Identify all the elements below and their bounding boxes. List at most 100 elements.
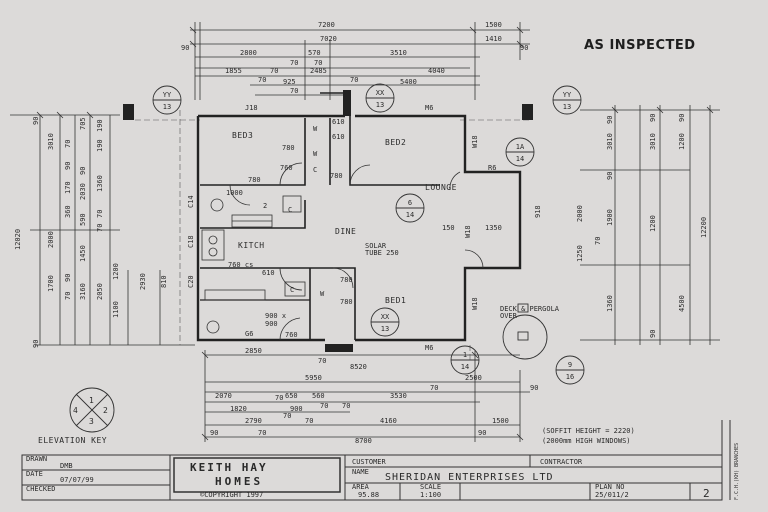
dim-right-6: 1900 (606, 209, 614, 226)
section-marker-circles (152, 83, 585, 385)
dim-left-18: 190 (96, 139, 104, 152)
dim-top-70b: 70 (314, 59, 322, 67)
dim-left-21: 70 (96, 224, 104, 232)
plan-annotations: J18 M6 W W W C C C 610 610 780 780 780 7… (187, 104, 560, 352)
dim-bot-5950: 5950 (305, 374, 322, 382)
dimension-lines (10, 22, 720, 442)
dim-right-9: 90 (649, 114, 657, 122)
left-dimension-labels: 90 3010 705 70 2000 90 1700 170 2030 90 … (14, 117, 168, 348)
dim-right-11: 4500 (678, 295, 686, 312)
dim-right-13: 12200 (700, 217, 708, 238)
flue-blocks (123, 90, 533, 352)
soffit-note: (SOFFIT HEIGHT = 2220) (2000mm HIGH WIND… (542, 427, 635, 445)
marker-9-top: 9 (568, 361, 572, 369)
tb-company-line1: KEITH HAY (190, 461, 268, 474)
dim-left-24: 1200 (112, 263, 120, 280)
tb-copyright: ©COPYRIGHT 1997 (200, 491, 263, 499)
marker-1a-top: 1A (516, 143, 525, 151)
label-760b: 760 (285, 331, 298, 339)
dim-bot-70a: 70 (318, 357, 326, 365)
dim-bot-1820: 1820 (230, 405, 247, 413)
dim-left-25: 2050 (96, 283, 104, 300)
grid-lines (135, 110, 530, 360)
marker-xx-top-bottom: 13 (376, 101, 384, 109)
dim-bot-8520: 8520 (350, 363, 367, 371)
label-c2: C (288, 206, 292, 214)
dim-left-19: 1360 (96, 175, 104, 192)
label-c20: C20 (187, 275, 195, 288)
tb-scale-label: SCALE (420, 483, 441, 491)
section-marker-labels: YY 13 XX 13 YY 13 1A 14 6 14 XX 13 1 14 … (163, 89, 574, 381)
dim-top-3510: 3510 (390, 49, 407, 57)
dim-bot-3530: 3530 (390, 392, 407, 400)
marker-xx-bed1-bottom: 13 (381, 325, 389, 333)
label-780d: 780 (340, 276, 353, 284)
label-c18: C18 (187, 235, 195, 248)
label-780b: 780 (248, 176, 261, 184)
dim-top-1855: 1855 (225, 67, 242, 75)
label-m6-bottom: M6 (425, 344, 433, 352)
dim-right-10: 3010 (649, 133, 657, 150)
label-610c: 610 (262, 269, 275, 277)
room-bed3: BED3 (232, 131, 253, 140)
marker-yy-left-top: YY (163, 91, 172, 99)
label-over: OVER (500, 312, 518, 320)
dim-bot-2790: 2790 (245, 417, 262, 425)
label-c14: C14 (187, 195, 195, 208)
marker-yy-right-top: YY (563, 91, 572, 99)
label-w18a: W18 (471, 135, 479, 148)
tb-customer-label: CUSTOMER (352, 458, 387, 466)
dim-left-4: 2000 (47, 231, 55, 248)
dim-top-5400: 5400 (400, 78, 417, 86)
dim-left-26: 90 (32, 340, 40, 348)
marker-1-top: 1 (463, 351, 467, 359)
marker-xx-bed1-top: XX (381, 313, 390, 321)
label-w18b: W18 (471, 297, 479, 310)
label-780c: 780 (330, 172, 343, 180)
tb-scale: 1:100 (420, 491, 441, 499)
dim-bot-70e: 70 (283, 412, 291, 420)
dim-right-1: 3010 (606, 133, 614, 150)
label-150: 150 (442, 224, 455, 232)
dim-left-22: 1100 (112, 301, 120, 318)
marker-6-top: 6 (408, 199, 412, 207)
dim-top-1410: 1410 (485, 35, 502, 43)
label-r6: R6 (488, 164, 496, 172)
label-900a: 900 x (265, 312, 286, 320)
dim-left-15: 3160 (79, 283, 87, 300)
dim-left-20: 70 (96, 210, 104, 218)
soffit-height-note: (SOFFIT HEIGHT = 2220) (542, 427, 635, 435)
marker-xx-top-top: XX (376, 89, 385, 97)
label-c1: C (313, 166, 317, 174)
label-1000: 1000 (226, 189, 243, 197)
marker-1a-bottom: 14 (516, 155, 524, 163)
dim-top-2485: 2485 (310, 67, 327, 75)
tb-area: 95.88 (358, 491, 379, 499)
dim-bot-8700: 8700 (355, 437, 372, 445)
label-610b: 610 (332, 133, 345, 141)
dim-bot-900: 900 (290, 405, 303, 413)
dim-bot-70b: 70 (430, 384, 438, 392)
dim-bot-2850: 2850 (245, 347, 262, 355)
label-m6-top: M6 (425, 104, 433, 112)
label-760cs: 760 cs (228, 261, 253, 269)
dim-left-3: 70 (64, 140, 72, 148)
label-2: 2 (263, 202, 267, 210)
label-w18c: W18 (464, 225, 472, 238)
dim-bot-70f: 70 (342, 402, 350, 410)
dim-bot-90a: 90 (530, 384, 538, 392)
right-dimension-labels: 90 3010 2000 1250 90 70 1900 1360 1200 9… (576, 114, 708, 338)
dim-bot-560: 560 (312, 392, 325, 400)
as-inspected-stamp: AS INSPECTED (584, 38, 696, 53)
marker-9-bottom: 16 (566, 373, 574, 381)
dim-left-23: 2930 (139, 273, 147, 290)
dim-bot-70c: 70 (275, 394, 283, 402)
dim-bot-2070: 2070 (215, 392, 232, 400)
top-dimension-labels: 7200 1500 90 7020 1410 90 2800 570 3510 … (181, 21, 528, 95)
label-g6: G6 (245, 330, 253, 338)
label-918: 918 (534, 205, 542, 218)
fixtures (201, 195, 306, 334)
title-block-frame (21, 420, 731, 501)
room-lounge: LOUNGE (425, 183, 457, 192)
